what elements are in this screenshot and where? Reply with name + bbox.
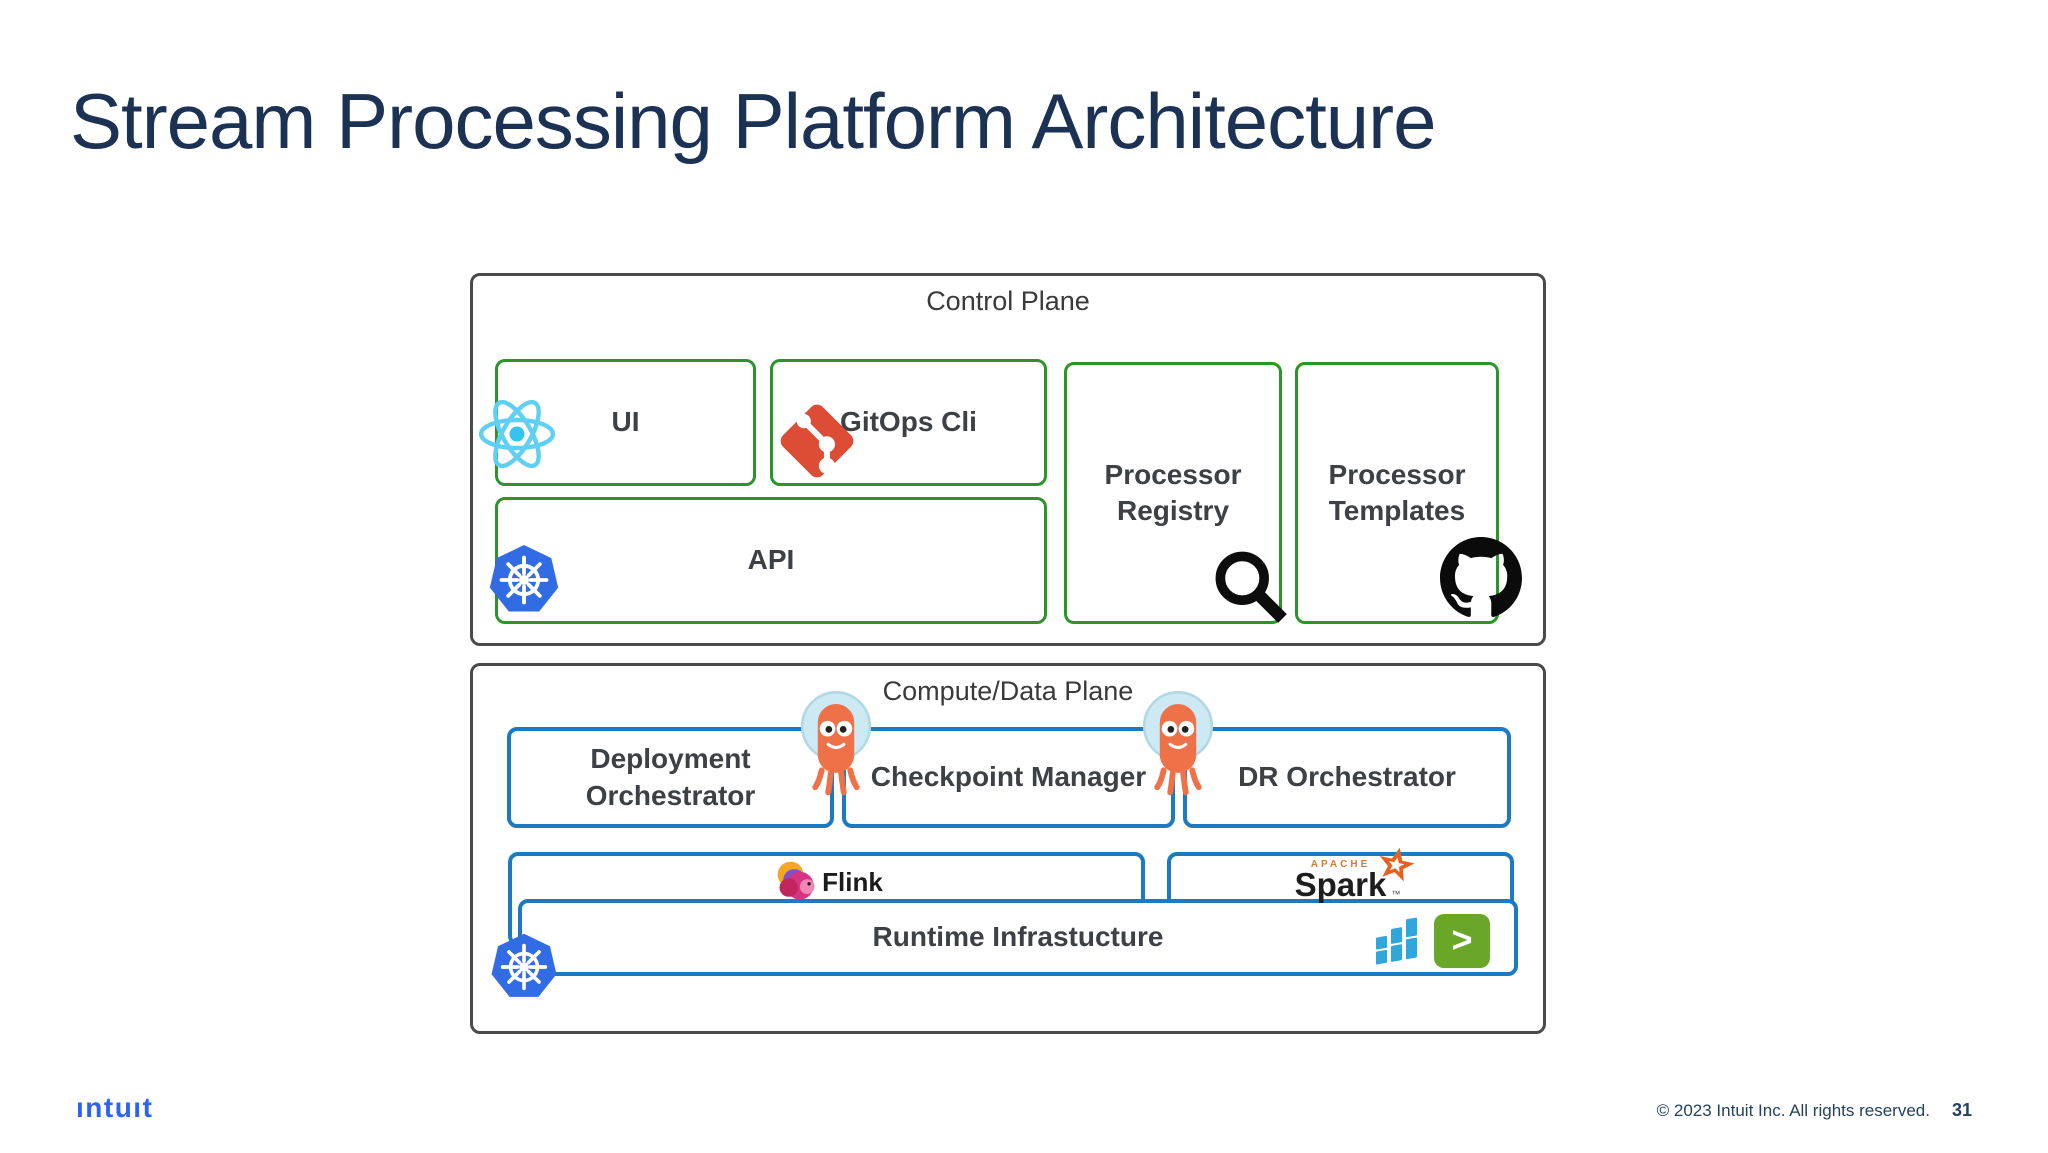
runtime-right-icons: >: [1374, 914, 1490, 968]
spark-logo: APACHE Spark ™: [1171, 847, 1510, 903]
deployment-orchestrator-label: Deployment Orchestrator: [585, 743, 756, 811]
dr-orchestrator-box: DR Orchestrator: [1183, 727, 1511, 828]
argo-octopus-icon: [1139, 691, 1217, 808]
ui-box: UI: [478, 359, 756, 486]
kubernetes-icon: [486, 929, 562, 1005]
processor-templates-box: Processor Templates: [1295, 362, 1522, 624]
footer: © 2023 Intuit Inc. All rights reserved. …: [1657, 1100, 1972, 1121]
github-icon: [1440, 537, 1522, 619]
terminal-chevron-glyph: >: [1451, 918, 1473, 960]
green-terminal-icon: >: [1434, 914, 1490, 968]
flink-squirrel-icon: [770, 858, 826, 906]
flink-logo: Flink: [512, 858, 1141, 906]
gitops-cli-box: GitOps Cli: [770, 359, 1047, 486]
gitops-cli-label: GitOps Cli: [840, 406, 977, 438]
api-label: API: [747, 544, 795, 576]
dr-orchestrator-label: DR Orchestrator: [1238, 761, 1456, 793]
control-plane-label: Control Plane: [926, 286, 1090, 316]
magnifier-icon: [1209, 545, 1293, 629]
react-icon: [476, 393, 558, 475]
control-plane-panel: Control Plane UI GitOps Cli: [470, 273, 1546, 646]
ui-label: UI: [611, 406, 640, 438]
compute-data-plane-panel: Compute/Data Plane Deployment Orchestrat…: [470, 663, 1546, 1034]
deployment-orchestrator-box: Deployment Orchestrator: [507, 727, 834, 828]
processor-templates-label: Processor Templates: [1328, 458, 1466, 526]
checkpoint-manager-label: Checkpoint Manager: [870, 761, 1147, 793]
spark-trademark: ™: [1391, 889, 1401, 899]
flink-label: Flink: [822, 866, 883, 897]
intuit-logo: ıntuıt: [76, 1092, 154, 1123]
processor-registry-label: Processor Registry: [1104, 458, 1242, 526]
processor-registry-box: Processor Registry: [1064, 362, 1287, 624]
argo-octopus-icon: [797, 691, 875, 808]
checkpoint-manager-box: Checkpoint Manager: [842, 727, 1175, 828]
compute-tiles-icon: [1374, 916, 1420, 966]
page-number: 31: [1951, 1100, 1972, 1120]
runtime-infrastructure-box: Runtime Infrastucture: [491, 899, 1518, 997]
spark-label: Spark: [1294, 866, 1387, 903]
spark-apache-label: APACHE: [1310, 859, 1371, 870]
git-icon: [774, 398, 860, 484]
runtime-infrastructure-label: Runtime Infrastucture: [872, 921, 1164, 953]
kubernetes-icon: [484, 540, 564, 620]
page-title: Stream Processing Platform Architecture: [70, 77, 1437, 165]
compute-data-plane-label: Compute/Data Plane: [882, 676, 1134, 706]
spark-star-icon: [1376, 845, 1416, 890]
copyright-text: © 2023 Intuit Inc. All rights reserved.: [1656, 1101, 1930, 1120]
api-box: API: [489, 497, 1047, 624]
